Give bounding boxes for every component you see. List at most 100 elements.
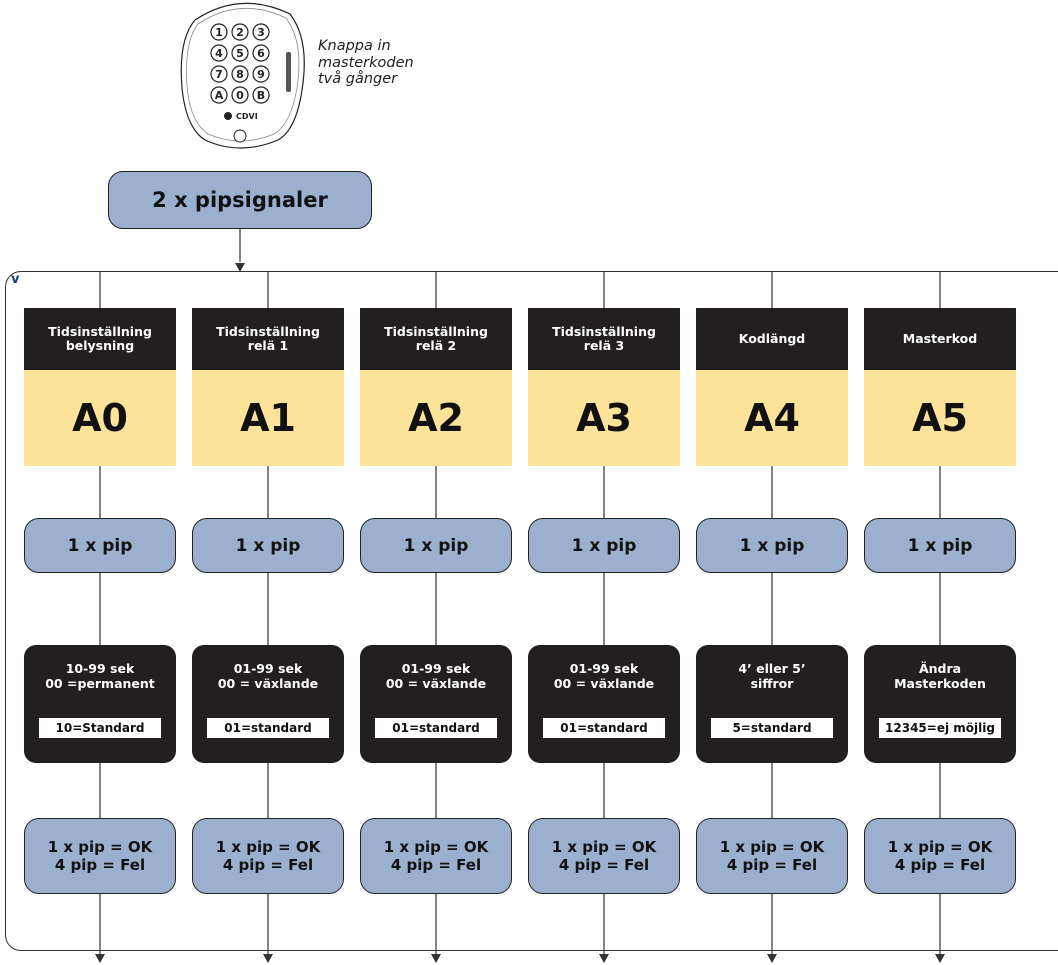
start-beep-label: 2 x pipsignaler xyxy=(152,188,328,212)
confirm-beep-box: 1 x pip xyxy=(24,518,176,573)
keypad-key-label: 8 xyxy=(236,68,244,81)
arrow-down-icon xyxy=(95,954,105,963)
default-value: 01=standard xyxy=(543,718,665,738)
column-header-line-1: Tidsinställning xyxy=(384,324,488,339)
default-value: 5=standard xyxy=(711,718,833,738)
option-line-1: 4’ eller 5’ xyxy=(738,661,806,676)
column-header-line-2: relä 1 xyxy=(247,338,289,353)
keypad-key xyxy=(231,86,249,104)
keypad-key xyxy=(210,23,228,41)
default-value: 01=standard xyxy=(207,718,329,738)
result-ok: 1 x pip = OK xyxy=(215,838,321,856)
menu-code: A2 xyxy=(360,370,512,466)
keypad-key xyxy=(231,44,249,62)
keypad-key xyxy=(210,44,228,62)
keypad-key-label: 9 xyxy=(257,68,265,81)
instruction-line-2: masterkoden xyxy=(318,54,414,71)
keypad-key xyxy=(252,44,270,62)
option-line-1: 01-99 sek xyxy=(401,661,471,676)
confirm-beep-box: 1 x pip xyxy=(696,518,848,573)
result-error: 4 pip = Fel xyxy=(558,856,650,874)
result-ok: 1 x pip = OK xyxy=(47,838,153,856)
keypad-key-label: A xyxy=(215,89,224,102)
menu-code: A1 xyxy=(192,370,344,466)
column-header-line-2: relä 2 xyxy=(415,338,457,353)
menu-code: A0 xyxy=(24,370,176,466)
keypad-key-label: 2 xyxy=(236,26,244,39)
column-header: Masterkod xyxy=(864,308,1016,370)
keypad-key-label: 7 xyxy=(215,68,223,81)
result-error: 4 pip = Fel xyxy=(54,856,146,874)
option-line-1: Ändra xyxy=(918,661,962,676)
column-header-line-2: belysning xyxy=(65,338,135,353)
result-error: 4 pip = Fel xyxy=(222,856,314,874)
keypad-key xyxy=(210,65,228,83)
keypad-key-label: 1 xyxy=(215,26,223,39)
default-value: 12345=ej möjlig xyxy=(879,718,1001,738)
keypad-key xyxy=(252,23,270,41)
keypad-key-label: 0 xyxy=(236,89,244,102)
result-ok: 1 x pip = OK xyxy=(719,838,825,856)
instruction-note: Knappa in masterkoden två gånger xyxy=(318,38,414,88)
option-line-2: 00 = växlande xyxy=(385,676,487,691)
option-line-1: 01-99 sek xyxy=(233,661,303,676)
start-arrow-icon xyxy=(235,263,245,272)
column-header-line-1: Tidsinställning xyxy=(552,324,656,339)
option-line-2: Masterkoden xyxy=(894,676,986,691)
arrow-down-icon xyxy=(767,954,777,963)
option-line-2: 00 = växlande xyxy=(553,676,655,691)
option-line-1: 10-99 sek xyxy=(65,661,135,676)
default-value: 01=standard xyxy=(375,718,497,738)
arrow-down-icon xyxy=(599,954,609,963)
frame-marker: v xyxy=(11,272,20,287)
arrow-down-icon xyxy=(935,954,945,963)
result-error: 4 pip = Fel xyxy=(390,856,482,874)
menu-code: A4 xyxy=(696,370,848,466)
keypad-side-label-icon xyxy=(286,52,291,92)
option-line-2: 00 = växlande xyxy=(217,676,319,691)
keypad-key xyxy=(210,86,228,104)
confirm-beep-box: 1 x pip xyxy=(192,518,344,573)
keypad-key-label: 4 xyxy=(215,47,223,60)
column-header-line-1: Tidsinställning xyxy=(48,324,152,339)
result-ok: 1 x pip = OK xyxy=(887,838,993,856)
column-header-line-2: relä 3 xyxy=(583,338,625,353)
keypad-key xyxy=(231,65,249,83)
keypad-brand: CDVI xyxy=(236,112,258,121)
result-error: 4 pip = Fel xyxy=(726,856,818,874)
keypad-key-label: 6 xyxy=(257,47,265,60)
column-header-line-1: Masterkod xyxy=(902,331,978,346)
keypad-key-label: B xyxy=(257,89,265,102)
start-beep-box: 2 x pipsignaler xyxy=(108,171,372,229)
option-line-1: 01-99 sek xyxy=(569,661,639,676)
confirm-beep-box: 1 x pip xyxy=(360,518,512,573)
column-header-line-1: Tidsinställning xyxy=(216,324,320,339)
menu-code: A3 xyxy=(528,370,680,466)
confirm-beep-box: 1 x pip xyxy=(528,518,680,573)
result-ok: 1 x pip = OK xyxy=(383,838,489,856)
column-header-line-1: Kodlängd xyxy=(738,331,806,346)
keypad-key xyxy=(231,23,249,41)
brand-logo-icon xyxy=(224,112,232,120)
menu-code: A5 xyxy=(864,370,1016,466)
option-line-2: 00 =permanent xyxy=(45,676,155,691)
keypad-key xyxy=(252,65,270,83)
keypad-key-label: 3 xyxy=(257,26,265,39)
